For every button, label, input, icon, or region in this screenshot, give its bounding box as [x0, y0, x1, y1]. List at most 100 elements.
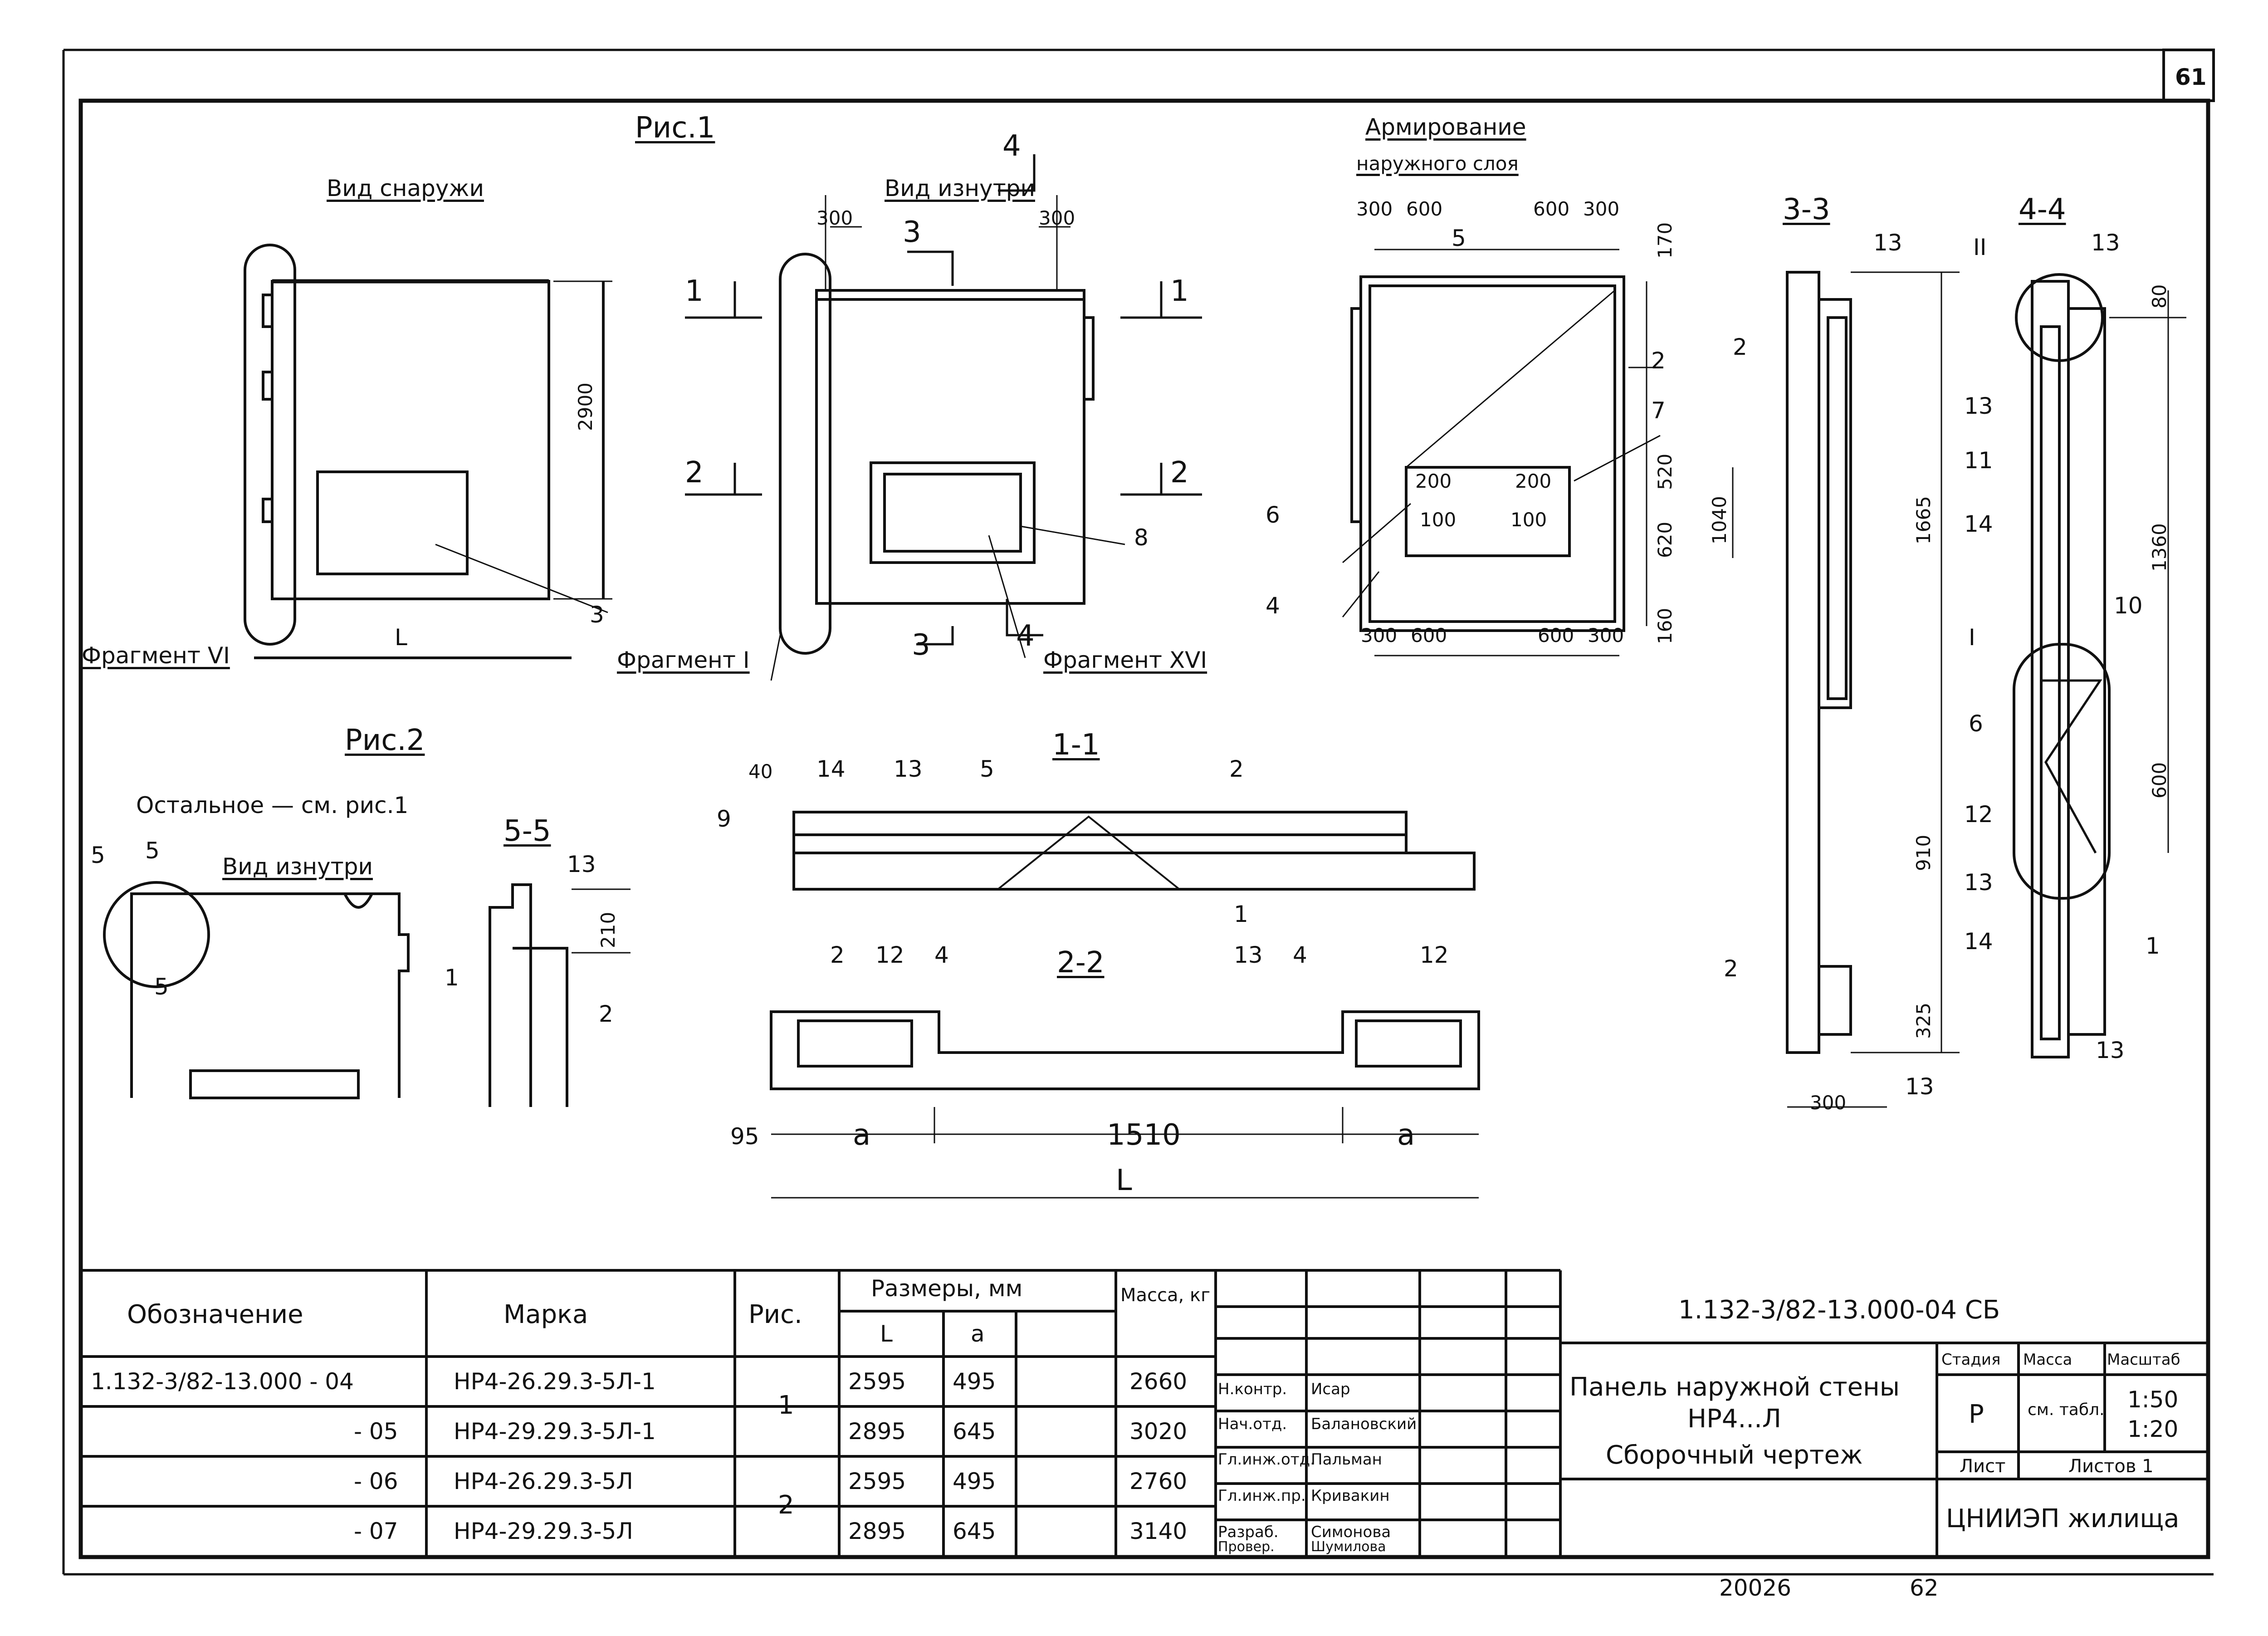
table-fig-group-1: 1 [778, 1391, 794, 1420]
sec44-roman-ii: II [1973, 234, 1987, 260]
sig-role-3: Гл.инж.пр. [1218, 1487, 1306, 1505]
sec11-callout-9: 9 [717, 806, 731, 832]
doc-code: 1.132-3/82-13.000-04 СБ [1678, 1295, 2000, 1325]
fig1-fragment-i-label: Фрагмент I [617, 647, 750, 673]
sec22-dim-1510: 1510 [1107, 1118, 1181, 1152]
sig-name-4: Симонова [1311, 1523, 1391, 1541]
sec44-callout-4: 10 [2114, 593, 2143, 619]
table-row-2-mass: 2760 [1129, 1468, 1188, 1494]
fig1-dim-L: L [395, 624, 407, 651]
fig2-inside-view [103, 881, 410, 1099]
reinf-callout-2: 2 [1651, 348, 1666, 374]
table-fig-group-2: 2 [778, 1490, 794, 1520]
mass-value: см. табл. [2028, 1401, 2105, 1419]
reinf-callout-6: 6 [1266, 502, 1280, 528]
sec44-callout-3: 14 [1964, 511, 1993, 537]
sig-role-1: Нач.отд. [1218, 1415, 1287, 1433]
sec33-dim-910: 910 [1912, 834, 1935, 871]
reinf-dim-inner-top-1: 200 [1515, 470, 1552, 492]
section-3-3-title: 3-3 [1783, 193, 1830, 226]
sec44-roman-i: I [1969, 624, 1975, 651]
table-row-0-L: 2595 [848, 1368, 906, 1395]
fig1-inside-view [685, 154, 1202, 681]
table-row-1-L: 2895 [848, 1418, 906, 1445]
table-row-3-designation: - 07 [354, 1518, 398, 1544]
section-5-5-title: 5-5 [503, 814, 551, 848]
reinf-dim-bottom-2: 600 [1538, 624, 1574, 647]
reinf-dim-1040: 1040 [1708, 496, 1730, 544]
fig1-callout-8: 8 [1134, 524, 1149, 551]
fig1-fragment-vi-label: Фрагмент VI [82, 642, 230, 669]
reinf-dim-bottom-0: 300 [1361, 624, 1398, 647]
sec22-dim-95: 95 [730, 1123, 759, 1150]
fig2-note: Остальное — см. рис.1 [136, 792, 409, 818]
table-row-0-mark: НР4-26.29.3-5Л-1 [454, 1368, 656, 1395]
reinf-dim-bottom-3: 300 [1588, 624, 1624, 647]
title-line-3: Сборочный чертеж [1606, 1440, 1863, 1470]
reinforcement-title-1: Армирование [1365, 114, 1526, 140]
sec22-callout-4: 4 [1293, 942, 1307, 968]
sec22-dim-a-left: a [853, 1118, 871, 1152]
sec11-callout-14: 14 [816, 756, 846, 782]
sec33-callout-0: 2 [1733, 334, 1747, 360]
table-row-3-a: 645 [953, 1518, 996, 1544]
sheet-label: Лист [1960, 1456, 2006, 1477]
org-name: ЦНИИЭП жилища [1946, 1504, 2180, 1533]
footer-left-number: 20026 [1719, 1575, 1792, 1601]
fig2-callout-5a: 5 [91, 842, 105, 868]
th-a: a [971, 1321, 985, 1347]
sec33-callout-1: 13 [1873, 230, 1902, 256]
sig-name-2: Пальман [1311, 1450, 1382, 1469]
reinf-dim-inner-top-0: 200 [1415, 470, 1452, 492]
sec33-callout-3: 13 [1905, 1073, 1934, 1100]
sec-mark-4-bottom: 4 [1016, 619, 1035, 653]
sec33-dim-1665: 1665 [1912, 496, 1935, 544]
table-row-1-designation: - 05 [354, 1418, 398, 1445]
fig2-callout-5b: 5 [145, 838, 160, 864]
sheet-number-box [2162, 49, 2215, 102]
sig-role-5: Провер. [1218, 1539, 1275, 1555]
table-row-2-a: 495 [953, 1468, 996, 1494]
sec44-callout-6: 12 [1964, 801, 1993, 828]
sec22-callout-2: 4 [934, 942, 949, 968]
sec55-dim-210: 210 [597, 911, 619, 948]
sec44-callout-0: 13 [2091, 230, 2120, 256]
fig1-title: Рис.1 [635, 111, 715, 145]
sec44-callout-9: 1 [2146, 933, 2160, 959]
reinf-dim-bottom-1: 600 [1411, 624, 1447, 647]
sec44-callout-7: 13 [1964, 869, 1993, 896]
reinf-callout-7: 7 [1651, 397, 1666, 424]
sec44-callout-5: 6 [1969, 710, 1983, 737]
sec-mark-3-top: 3 [903, 216, 921, 249]
table-row-3-mass: 3140 [1129, 1518, 1188, 1544]
mass-label: Масса [2023, 1351, 2072, 1369]
sig-name-5: Шумилова [1311, 1539, 1386, 1555]
section-2-2 [770, 1010, 1480, 1199]
sec-mark-1-right: 1 [1170, 274, 1189, 308]
sec44-callout-1: 13 [1964, 393, 1993, 419]
th-mass: Масса, кг [1120, 1285, 1211, 1306]
reinf-dim-right-0: 170 [1654, 222, 1676, 259]
fig1-callout-3: 3 [590, 602, 604, 628]
fig1-dim-300-right: 300 [1039, 207, 1075, 229]
section-4-4-title: 4-4 [2019, 193, 2066, 226]
reinf-callout-5: 5 [1452, 225, 1466, 251]
scale-value-1: 1:50 [2127, 1386, 2179, 1413]
section-1-1-title: 1-1 [1052, 728, 1100, 762]
sig-name-1: Балановский [1311, 1415, 1417, 1433]
sec-mark-3-bottom: 3 [912, 628, 930, 662]
fig2-title: Рис.2 [345, 724, 425, 757]
section-4-4 [2013, 273, 2186, 1058]
stage-value: Р [1969, 1400, 1984, 1429]
section-3-3 [1786, 271, 1960, 1108]
stage-label: Стадия [1941, 1351, 2001, 1369]
sec-mark-1-left: 1 [685, 274, 704, 308]
th-mark: Марка [503, 1300, 588, 1329]
reinf-dim-top-2: 600 [1533, 198, 1570, 220]
sec44-dim-1360: 1360 [2148, 523, 2170, 572]
reinforcement-plan [1342, 249, 1734, 656]
reinf-dim-top-0: 300 [1356, 198, 1393, 220]
th-fig: Рис. [748, 1300, 802, 1329]
sec44-callout-10: 13 [2096, 1037, 2125, 1063]
sec22-callout-0: 2 [830, 942, 845, 968]
